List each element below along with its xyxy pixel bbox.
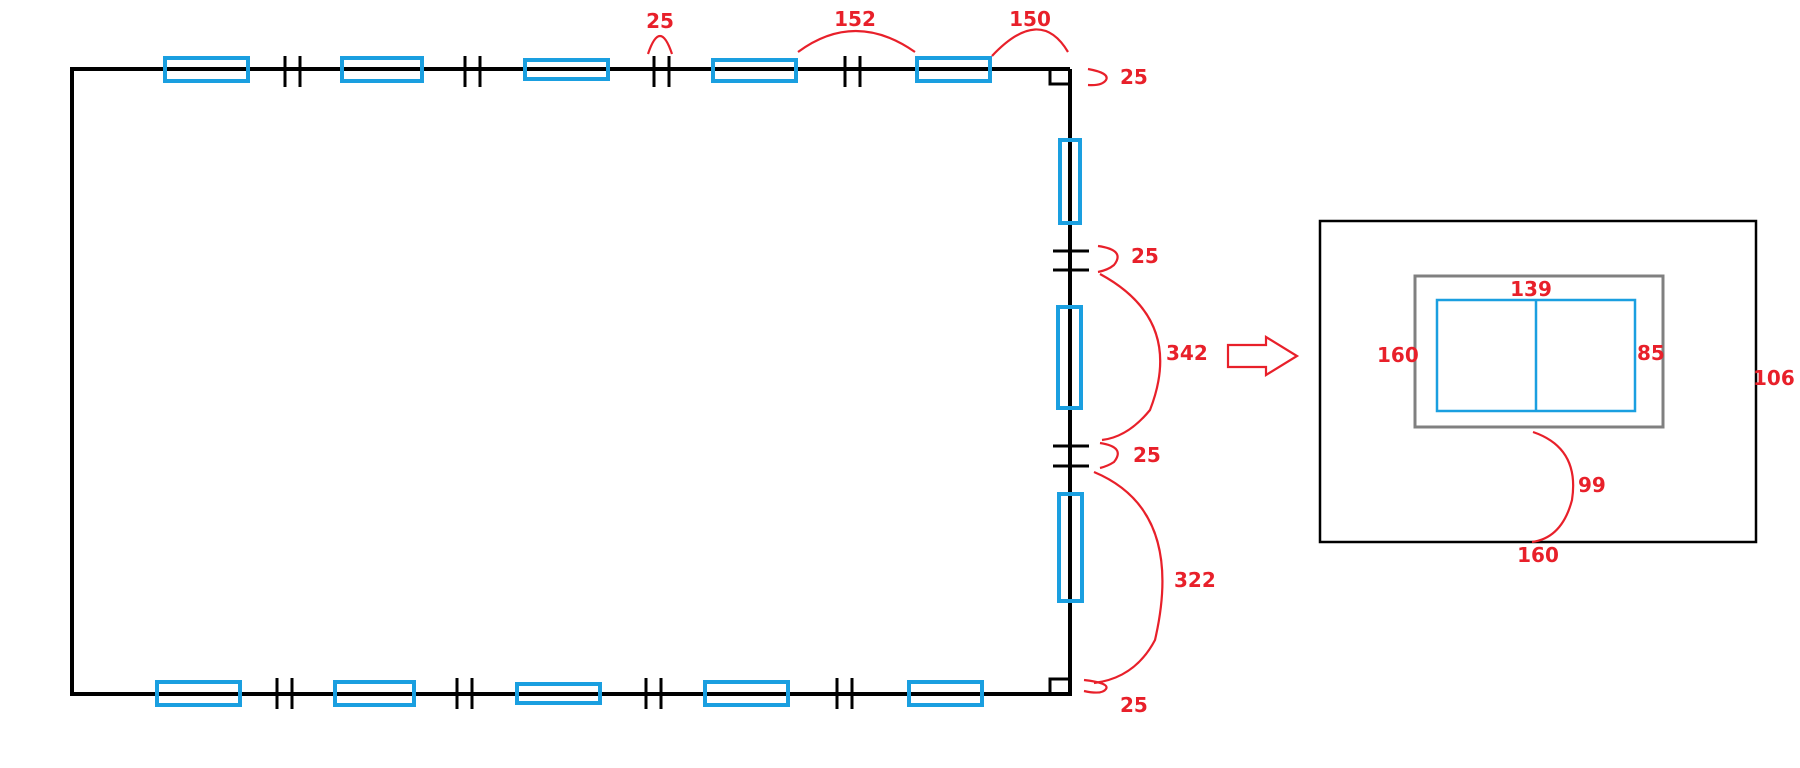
bottom-ticks [275, 678, 854, 709]
arc-right-span-1 [1099, 273, 1162, 442]
corner-mark-top-right [1048, 69, 1070, 86]
arc-detail-bottom-gap [1531, 430, 1575, 544]
arc-right-gap-1 [1097, 244, 1119, 274]
dimension-arcs [646, 28, 1164, 694]
window-top-4 [711, 58, 798, 83]
building-outline [70, 67, 1072, 696]
label-detail-inner-width: 139 [1510, 277, 1552, 301]
label-right-span-1: 342 [1166, 341, 1208, 365]
label-detail-inner-height: 85 [1637, 341, 1665, 365]
arc-corner-top-right [1087, 67, 1108, 87]
window-right-1 [1058, 138, 1082, 225]
window-top-5 [915, 56, 992, 83]
corner-mark-bottom-right [1048, 677, 1070, 694]
dimension-labels: 25 152 150 25 25 342 25 322 25 [646, 7, 1216, 717]
label-corner-top-right: 25 [1120, 65, 1148, 89]
label-top-gap: 25 [646, 9, 674, 33]
arc-top-corner [991, 28, 1069, 57]
label-right-gap-1: 25 [1131, 244, 1159, 268]
label-top-corner: 150 [1009, 7, 1051, 31]
arc-top-spacing [797, 29, 916, 53]
window-bottom-1 [155, 680, 242, 707]
arc-corner-bottom-right [1083, 678, 1108, 694]
label-detail-bottom-gap: 99 [1578, 473, 1606, 497]
detail-window-frame [1413, 274, 1665, 429]
detail-outer-frame [1318, 219, 1758, 544]
top-windows [163, 56, 992, 83]
window-bottom-2 [333, 680, 416, 707]
label-detail-outer-height: 106 [1753, 366, 1795, 390]
label-right-gap-2: 25 [1133, 443, 1161, 467]
window-top-3 [523, 58, 610, 81]
window-bottom-5 [907, 680, 984, 707]
bottom-windows [155, 680, 984, 707]
label-right-span-2: 322 [1174, 568, 1216, 592]
building-walls [70, 67, 1072, 696]
right-arrow-outline-icon [1226, 335, 1300, 377]
arc-right-span-2 [1093, 470, 1164, 685]
window-detail: 139 160 85 106 99 160 [1318, 219, 1795, 567]
label-top-spacing: 152 [834, 7, 876, 31]
arc-top-gap [646, 34, 674, 55]
right-ticks [1053, 249, 1089, 468]
top-ticks [283, 56, 862, 87]
window-right-3 [1057, 492, 1084, 603]
label-detail-left-height: 160 [1377, 343, 1419, 367]
window-right-2 [1056, 305, 1083, 410]
window-bottom-4 [703, 680, 790, 707]
label-detail-outer-width: 160 [1517, 543, 1559, 567]
window-top-1 [163, 56, 250, 83]
window-bottom-3 [515, 682, 602, 705]
window-top-2 [340, 56, 424, 83]
right-windows [1056, 138, 1084, 603]
label-corner-bottom-right: 25 [1120, 693, 1148, 717]
arc-right-gap-2 [1099, 441, 1119, 470]
